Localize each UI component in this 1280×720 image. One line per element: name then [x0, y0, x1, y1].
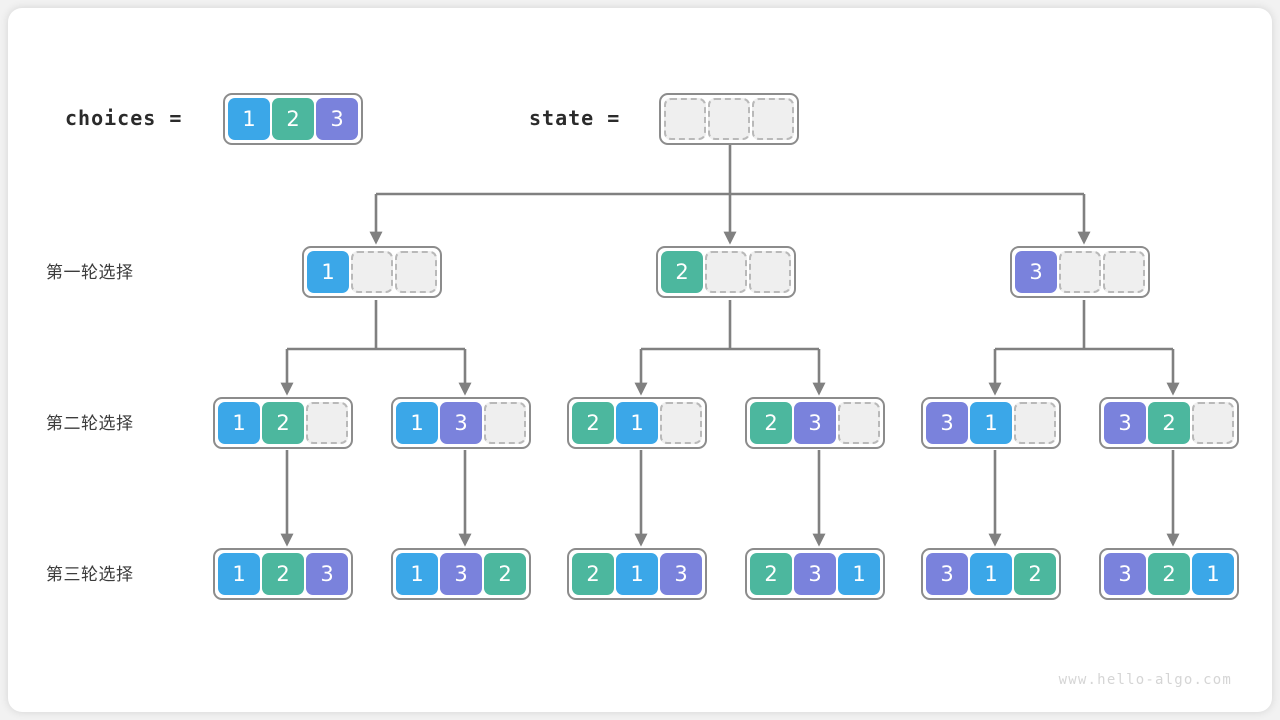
node-l3-4-cell-2: 2	[1014, 553, 1056, 595]
node-l3-3-cell-0: 2	[750, 553, 792, 595]
state-cell-1	[708, 98, 750, 140]
node-l2-4-cell-1: 1	[970, 402, 1012, 444]
node-l3-0: 1 2 3	[213, 548, 353, 600]
node-l2-4: 3 1	[921, 397, 1061, 449]
node-l3-1-cell-1: 3	[440, 553, 482, 595]
node-l3-5-cell-0: 3	[1104, 553, 1146, 595]
node-l3-4: 3 1 2	[921, 548, 1061, 600]
choices-cell-2: 3	[316, 98, 358, 140]
node-l1-0: 1	[302, 246, 442, 298]
node-l1-1: 2	[656, 246, 796, 298]
node-l2-2-cell-2	[660, 402, 702, 444]
node-l1-2-cell-0: 3	[1015, 251, 1057, 293]
node-l2-0-cell-1: 2	[262, 402, 304, 444]
node-l2-0-cell-2	[306, 402, 348, 444]
node-l1-1-cell-2	[749, 251, 791, 293]
node-l2-4-cell-0: 3	[926, 402, 968, 444]
node-l2-1-cell-2	[484, 402, 526, 444]
node-l3-4-cell-0: 3	[926, 553, 968, 595]
node-l2-0: 1 2	[213, 397, 353, 449]
node-l2-3-cell-1: 3	[794, 402, 836, 444]
node-l3-2-cell-0: 2	[572, 553, 614, 595]
row-label-round-1: 第一轮选择	[46, 263, 134, 283]
node-l3-3: 2 3 1	[745, 548, 885, 600]
node-l3-1-cell-2: 2	[484, 553, 526, 595]
node-l1-2: 3	[1010, 246, 1150, 298]
node-l2-2-cell-0: 2	[572, 402, 614, 444]
node-l1-2-cell-1	[1059, 251, 1101, 293]
choices-label: choices =	[65, 106, 183, 130]
node-l3-4-cell-1: 1	[970, 553, 1012, 595]
node-l2-2-cell-1: 1	[616, 402, 658, 444]
node-l3-2: 2 1 3	[567, 548, 707, 600]
node-l2-5-cell-1: 2	[1148, 402, 1190, 444]
node-l2-5-cell-2	[1192, 402, 1234, 444]
row-label-round-2: 第二轮选择	[46, 414, 134, 434]
node-l2-1: 1 3	[391, 397, 531, 449]
node-l1-2-cell-2	[1103, 251, 1145, 293]
node-l3-3-cell-2: 1	[838, 553, 880, 595]
node-l1-1-cell-1	[705, 251, 747, 293]
tree-connectors	[280, 145, 1180, 547]
node-l3-5-cell-2: 1	[1192, 553, 1234, 595]
node-l3-1-cell-0: 1	[396, 553, 438, 595]
choices-cell-1: 2	[272, 98, 314, 140]
node-l2-5-cell-0: 3	[1104, 402, 1146, 444]
node-l2-3-cell-2	[838, 402, 880, 444]
node-l3-0-cell-0: 1	[218, 553, 260, 595]
choices-cell-0: 1	[228, 98, 270, 140]
state-cell-2	[752, 98, 794, 140]
node-l2-0-cell-0: 1	[218, 402, 260, 444]
node-l3-3-cell-1: 3	[794, 553, 836, 595]
node-l3-0-cell-1: 2	[262, 553, 304, 595]
node-l2-5: 3 2	[1099, 397, 1239, 449]
row-label-round-3: 第三轮选择	[46, 565, 134, 585]
watermark: www.hello-algo.com	[1058, 672, 1232, 688]
node-l2-2: 2 1	[567, 397, 707, 449]
state-array	[659, 93, 799, 145]
figure-card: choices = 1 2 3 state = 第一轮选择 第二轮选择 第三轮选…	[8, 8, 1272, 712]
node-l2-3: 2 3	[745, 397, 885, 449]
node-l2-1-cell-0: 1	[396, 402, 438, 444]
node-l3-0-cell-2: 3	[306, 553, 348, 595]
node-l3-5-cell-1: 2	[1148, 553, 1190, 595]
choices-array: 1 2 3	[223, 93, 363, 145]
node-l3-5: 3 2 1	[1099, 548, 1239, 600]
node-l2-3-cell-0: 2	[750, 402, 792, 444]
node-l1-0-cell-2	[395, 251, 437, 293]
node-l3-2-cell-1: 1	[616, 553, 658, 595]
state-cell-0	[664, 98, 706, 140]
node-l1-0-cell-0: 1	[307, 251, 349, 293]
node-l1-0-cell-1	[351, 251, 393, 293]
node-l3-1: 1 3 2	[391, 548, 531, 600]
node-l1-1-cell-0: 2	[661, 251, 703, 293]
node-l2-1-cell-1: 3	[440, 402, 482, 444]
node-l2-4-cell-2	[1014, 402, 1056, 444]
state-label: state =	[529, 106, 621, 130]
node-l3-2-cell-2: 3	[660, 553, 702, 595]
